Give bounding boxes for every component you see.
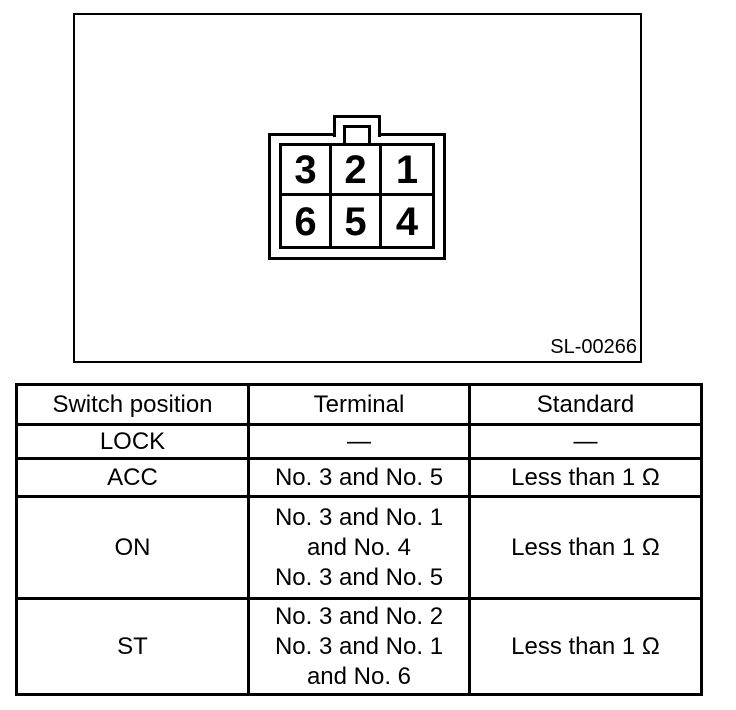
cell-switch-position: ST — [15, 597, 250, 696]
figure-code-label: SL-00266 — [550, 336, 637, 358]
terminal-line: and No. 4 — [306, 533, 412, 561]
cell-terminal: — — [247, 423, 471, 460]
cell-standard: Less than 1 Ω — [468, 597, 703, 696]
cell-switch-position: LOCK — [15, 423, 250, 460]
connector-pin-4: 4 — [395, 199, 419, 244]
cell-standard: Less than 1 Ω — [468, 457, 703, 498]
column-header-standard: Standard — [468, 383, 703, 426]
connector-lock-tab-inner — [343, 125, 371, 146]
table-row-acc: ACC No. 3 and No. 5 Less than 1 Ω — [15, 457, 703, 498]
column-header-terminal: Terminal — [247, 383, 471, 426]
terminal-line: and No. 6 — [306, 662, 412, 690]
table-row-lock: LOCK — — — [15, 423, 703, 460]
connector-pin-5: 5 — [332, 196, 382, 246]
cell-switch-position: ACC — [15, 457, 250, 498]
terminal-line: No. 3 and No. 1 — [274, 632, 444, 660]
continuity-spec-table: Switch position Terminal Standard LOCK —… — [15, 383, 703, 696]
terminal-line: No. 3 and No. 5 — [274, 563, 444, 591]
connector-pin-3: 3 — [282, 146, 332, 196]
connector-pin-grid: 3 2 1 6 5 4 — [279, 143, 435, 249]
connector-pin-2: 2 — [332, 146, 382, 196]
terminal-line: No. 3 and No. 1 — [274, 503, 444, 531]
connector-pin-6: 6 — [282, 196, 332, 246]
connector-pin-1: 1 — [382, 146, 432, 196]
table-header-row: Switch position Terminal Standard — [15, 383, 703, 426]
cell-terminal: No. 3 and No. 2 No. 3 and No. 1 and No. … — [247, 597, 471, 696]
cell-switch-position: ON — [15, 495, 250, 600]
cell-terminal: No. 3 and No. 1 and No. 4 No. 3 and No. … — [247, 495, 471, 600]
column-header-switch-position: Switch position — [15, 383, 250, 426]
table-row-on: ON No. 3 and No. 1 and No. 4 No. 3 and N… — [15, 495, 703, 600]
table-row-st: ST No. 3 and No. 2 No. 3 and No. 1 and N… — [15, 597, 703, 696]
terminal-line: No. 3 and No. 2 — [274, 602, 444, 630]
cell-terminal: No. 3 and No. 5 — [247, 457, 471, 498]
cell-standard: — — [468, 423, 703, 460]
cell-standard: Less than 1 Ω — [468, 495, 703, 600]
